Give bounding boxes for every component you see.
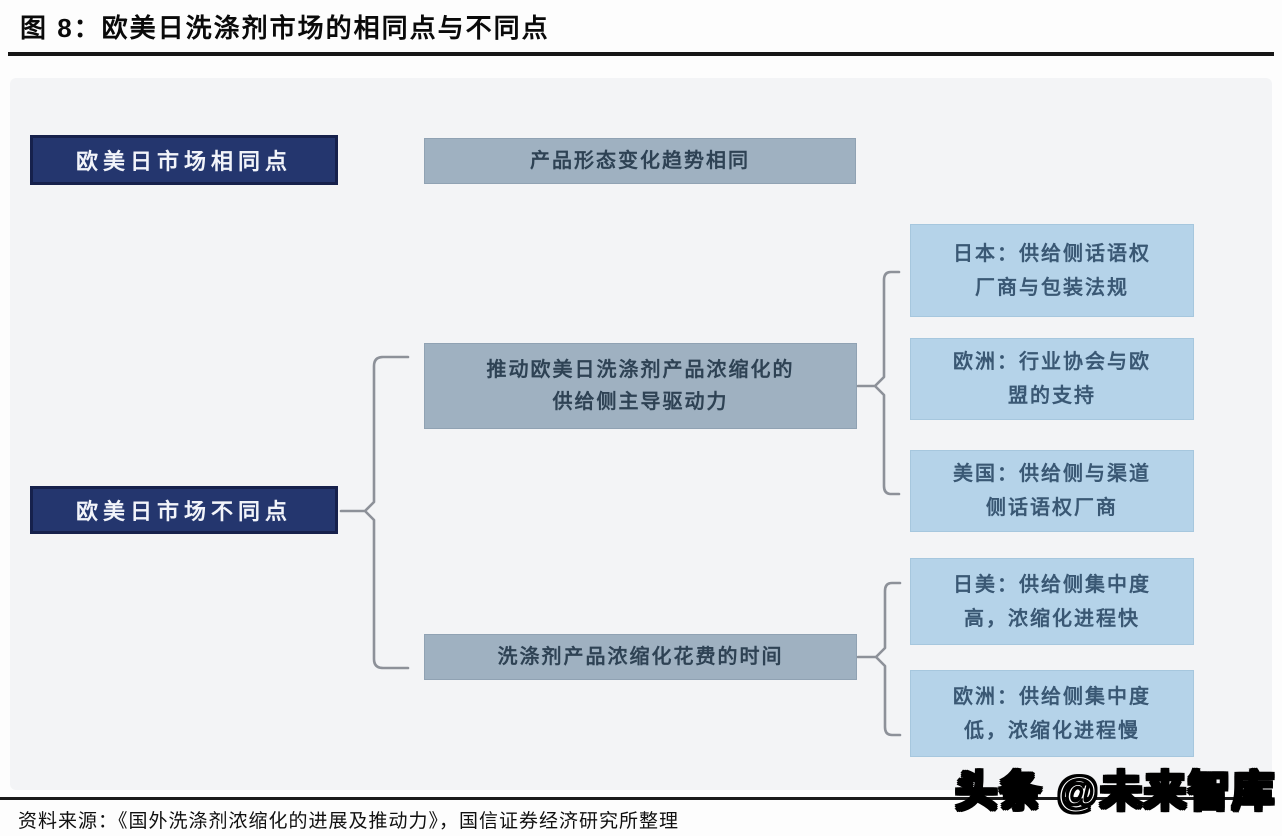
title-divider bbox=[8, 52, 1274, 56]
source-note: 资料来源：《国外洗涤剂浓缩化的进展及推动力》，国信证券经济研究所整理 bbox=[18, 811, 680, 832]
bottom-divider bbox=[0, 797, 1272, 800]
node-product-form-trend: 产品形态变化趋势相同 bbox=[424, 138, 856, 184]
node-market-similarities: 欧美日市场相同点 bbox=[30, 135, 338, 185]
node-supply-side-driver: 推动欧美日洗涤剂产品浓缩化的 供给侧主导驱动力 bbox=[424, 343, 857, 429]
node-europe-concentration: 欧洲：供给侧集中度 低，浓缩化进程慢 bbox=[910, 670, 1194, 757]
watermark-toutiao: 头条 @未来智库 bbox=[954, 767, 1276, 816]
node-concentration-time: 洗涤剂产品浓缩化花费的时间 bbox=[424, 634, 857, 680]
node-japan-supply-side: 日本：供给侧话语权 厂商与包装法规 bbox=[910, 224, 1194, 317]
node-europe-association: 欧洲：行业协会与欧 盟的支持 bbox=[910, 338, 1194, 420]
node-market-differences: 欧美日市场不同点 bbox=[30, 486, 338, 534]
node-japan-us-concentration: 日美：供给侧集中度 高，浓缩化进程快 bbox=[910, 558, 1194, 645]
node-us-supply-channel: 美国：供给侧与渠道 侧话语权厂商 bbox=[910, 450, 1194, 532]
figure-title: 图 8：欧美日洗涤剂市场的相同点与不同点 bbox=[20, 13, 550, 43]
